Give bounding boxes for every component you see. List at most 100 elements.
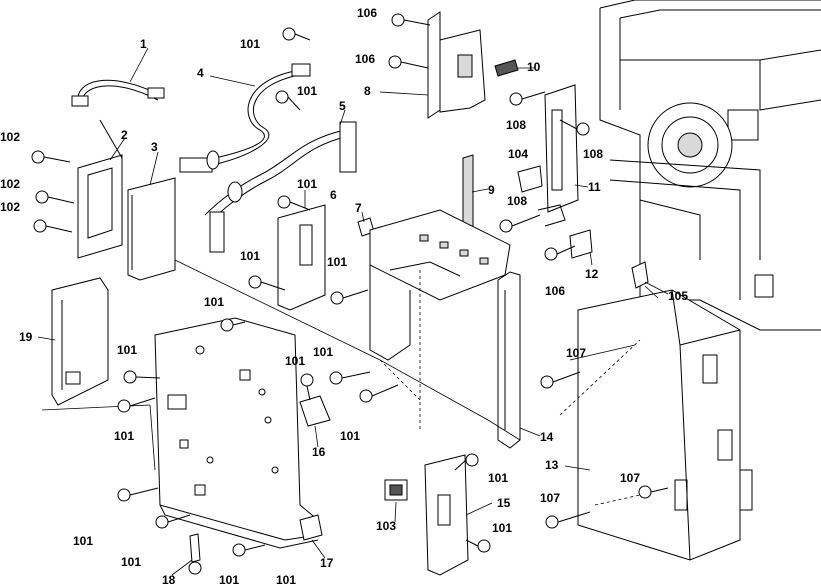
label-101: 101 xyxy=(492,521,512,535)
screw-102-b xyxy=(35,190,75,204)
label-18: 18 xyxy=(162,573,176,587)
labels: 1 2 3 4 5 6 7 8 9 10 11 12 13 14 15 16 1… xyxy=(0,6,688,587)
screw-101-f xyxy=(220,318,246,332)
screw-108-b xyxy=(559,119,590,136)
label-2: 2 xyxy=(121,128,128,142)
label-19: 19 xyxy=(19,330,33,344)
label-101: 101 xyxy=(219,573,239,587)
label-101: 101 xyxy=(240,37,260,51)
screw-106-a xyxy=(391,13,431,27)
label-12: 12 xyxy=(585,267,599,281)
label-10: 10 xyxy=(527,60,541,74)
screw-101-i xyxy=(300,373,314,401)
part-4-harness xyxy=(179,63,311,173)
part-16-bracket xyxy=(299,395,331,427)
part-12-bracket xyxy=(569,229,593,259)
part-10-block xyxy=(494,59,519,77)
label-108: 108 xyxy=(506,118,526,132)
screw-107-c xyxy=(638,485,669,499)
screw-108-c xyxy=(499,214,541,233)
label-107: 107 xyxy=(566,346,586,360)
part-105-clip xyxy=(631,261,649,289)
label-11: 11 xyxy=(588,180,601,194)
label-101: 101 xyxy=(297,177,317,191)
screw-108-a xyxy=(509,91,546,106)
label-108: 108 xyxy=(507,194,527,208)
part-19-plate xyxy=(51,277,109,406)
fan-assembly xyxy=(369,209,511,361)
label-102: 102 xyxy=(0,200,20,214)
label-106: 106 xyxy=(545,284,565,298)
label-107: 107 xyxy=(540,491,560,505)
label-13: 13 xyxy=(545,458,559,472)
screw-101-a xyxy=(282,27,311,41)
part-104-clip xyxy=(517,165,543,193)
part-18-screw xyxy=(189,533,201,563)
part-1-harness xyxy=(71,79,165,107)
part-14-bracket xyxy=(497,271,521,449)
part-6-board xyxy=(277,204,326,311)
label-9: 9 xyxy=(488,183,495,197)
label-16: 16 xyxy=(312,445,326,459)
label-101: 101 xyxy=(117,343,137,357)
screw-101-m xyxy=(155,514,191,529)
label-102: 102 xyxy=(0,130,20,144)
label-101: 101 xyxy=(121,555,141,569)
screw-101-o xyxy=(188,561,202,575)
part-3-board xyxy=(127,177,176,281)
label-17: 17 xyxy=(320,556,334,570)
screw-106-c xyxy=(544,245,576,261)
screw-101-c xyxy=(277,195,311,211)
screw-101-q xyxy=(465,539,491,553)
screws xyxy=(31,13,669,575)
label-6: 6 xyxy=(330,188,337,202)
label-102: 102 xyxy=(0,177,20,191)
part-9-bar xyxy=(462,154,474,232)
screw-101-d xyxy=(248,275,286,291)
label-104: 104 xyxy=(508,147,528,161)
label-7: 7 xyxy=(355,201,362,215)
label-101: 101 xyxy=(327,255,347,269)
label-101: 101 xyxy=(285,354,305,368)
label-107: 107 xyxy=(620,471,640,485)
label-101: 101 xyxy=(297,84,317,98)
screw-107-b xyxy=(545,511,591,529)
label-101: 101 xyxy=(313,345,333,359)
label-15: 15 xyxy=(497,496,511,510)
part-8-bracket xyxy=(427,11,486,119)
label-108: 108 xyxy=(583,147,603,161)
screw-101-k xyxy=(359,384,399,403)
label-106: 106 xyxy=(355,52,375,66)
label-103: 103 xyxy=(376,519,396,533)
label-14: 14 xyxy=(540,430,554,444)
label-101: 101 xyxy=(204,295,224,309)
screw-102-a xyxy=(31,150,71,164)
screw-101-e xyxy=(330,289,369,305)
label-105: 105 xyxy=(668,289,688,303)
label-3: 3 xyxy=(151,140,158,154)
screw-107-a xyxy=(540,371,581,389)
controller-board-plate xyxy=(154,317,319,549)
part-13-box xyxy=(577,289,753,561)
label-1: 1 xyxy=(140,37,147,51)
screw-101-p xyxy=(454,453,479,471)
part-103-connector xyxy=(384,479,408,501)
label-106: 106 xyxy=(357,6,377,20)
screw-101-b xyxy=(275,90,301,111)
part-17-tab xyxy=(299,514,323,541)
label-101: 101 xyxy=(240,249,260,263)
screw-101-g xyxy=(123,370,161,384)
screw-106-b xyxy=(388,55,429,69)
screw-101-j xyxy=(329,371,371,385)
label-101: 101 xyxy=(340,429,360,443)
part-15-plate xyxy=(424,454,469,576)
label-101: 101 xyxy=(73,534,93,548)
leader-lines xyxy=(37,47,669,576)
part-5-connector-cable xyxy=(204,121,357,253)
label-101: 101 xyxy=(114,429,134,443)
printer-main-frame xyxy=(599,0,821,331)
assembly-lines xyxy=(379,270,641,506)
reference-lines xyxy=(41,259,521,471)
